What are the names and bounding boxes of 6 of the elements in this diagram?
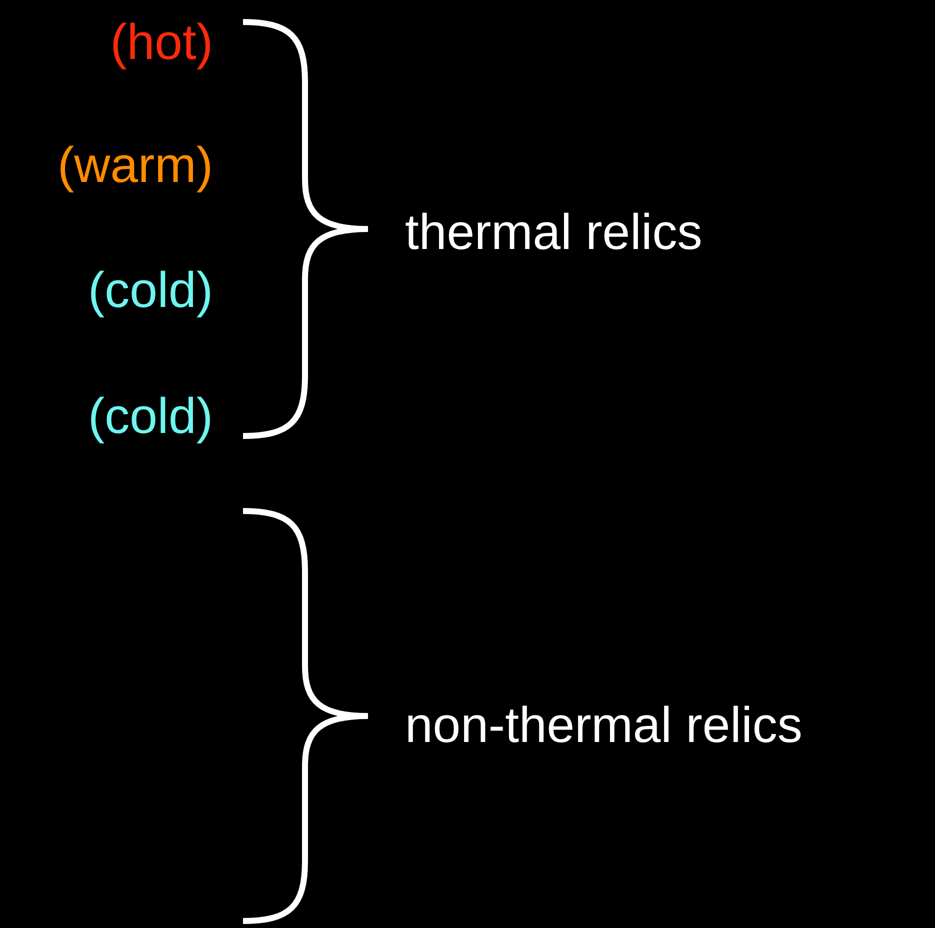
category-label: (cold) xyxy=(88,387,213,446)
group-label: non-thermal relics xyxy=(405,696,802,755)
category-label: (cold) xyxy=(88,261,213,320)
category-label: (hot) xyxy=(110,13,213,72)
category-label: (warm) xyxy=(57,136,213,195)
group-label: thermal relics xyxy=(405,203,702,262)
